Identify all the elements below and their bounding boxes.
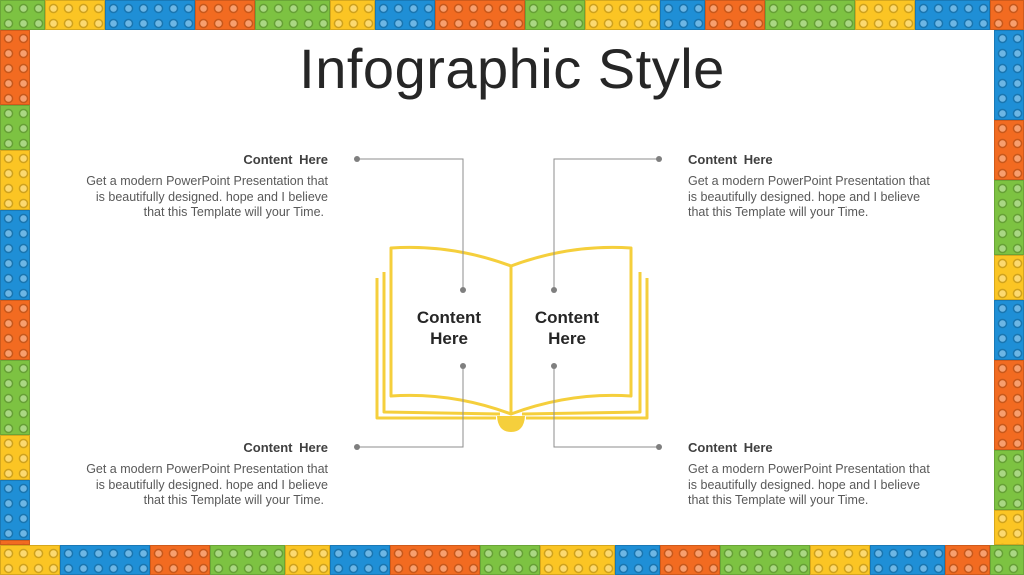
lego-brick (810, 545, 870, 575)
lego-brick (210, 545, 285, 575)
lego-brick (660, 0, 705, 30)
book-left-label-line1: Content (416, 308, 482, 327)
lego-brick (705, 0, 765, 30)
lego-brick (330, 545, 390, 575)
lego-brick (660, 545, 720, 575)
lego-brick (0, 150, 30, 210)
book-spine-tab (497, 416, 525, 432)
border-bottom (0, 545, 1024, 575)
block-body: Get a modern PowerPoint Presentation tha… (68, 174, 328, 221)
lego-brick (525, 0, 585, 30)
lego-brick (994, 30, 1024, 120)
lego-brick (150, 545, 210, 575)
lego-brick (375, 0, 435, 30)
block-body: Get a modern PowerPoint Presentation tha… (68, 462, 328, 509)
slide-title: Infographic Style (299, 37, 725, 100)
body-line: that this Template will your Time. (688, 205, 869, 219)
lego-brick (285, 545, 330, 575)
lego-brick (0, 0, 45, 30)
content-block-top-left: Content Here Get a modern PowerPoint Pre… (68, 152, 328, 221)
lego-brick (105, 0, 195, 30)
block-body: Get a modern PowerPoint Presentation tha… (688, 462, 948, 509)
body-line: Get a modern PowerPoint Presentation tha… (688, 462, 930, 476)
block-heading: Content Here (243, 440, 328, 455)
lego-brick (585, 0, 660, 30)
body-line: is beautifully designed. hope and I beli… (688, 189, 921, 204)
body-line: is beautifully designed. hope and I beli… (95, 189, 328, 204)
lego-brick (615, 545, 660, 575)
body-line: is beautifully designed. hope and I beli… (688, 477, 921, 492)
lego-brick (765, 0, 855, 30)
lego-brick (0, 30, 30, 105)
lego-brick (255, 0, 330, 30)
lego-brick (915, 0, 990, 30)
body-line: Get a modern PowerPoint Presentation tha… (688, 174, 930, 188)
lego-brick (994, 120, 1024, 180)
body-line: that this Template will your Time. (143, 493, 324, 507)
lego-brick (990, 545, 1024, 575)
lego-brick (720, 545, 810, 575)
book-left-label-line2: Here (430, 329, 468, 348)
lego-brick (870, 545, 945, 575)
lego-brick (0, 540, 30, 545)
content-block-bottom-right: Content Here Get a modern PowerPoint Pre… (688, 440, 948, 509)
lego-brick (994, 180, 1024, 255)
lego-brick (195, 0, 255, 30)
lego-brick (990, 0, 1024, 30)
border-right (994, 30, 1024, 545)
lego-brick (435, 0, 525, 30)
lego-brick (855, 0, 915, 30)
body-line: Get a modern PowerPoint Presentation tha… (86, 462, 328, 476)
book-right-page-label: Content Here (522, 307, 612, 349)
content-block-bottom-left: Content Here Get a modern PowerPoint Pre… (68, 440, 328, 509)
lego-brick (994, 255, 1024, 300)
connector-dots (354, 156, 662, 450)
border-left (0, 30, 30, 545)
lego-brick (994, 300, 1024, 360)
lego-brick (0, 360, 30, 435)
lego-brick (0, 105, 30, 150)
lego-brick (330, 0, 375, 30)
lego-brick (0, 545, 60, 575)
block-heading: Content Here (688, 440, 773, 455)
lego-brick (390, 545, 480, 575)
book-right-label-line1: Content (534, 308, 600, 327)
lego-brick (994, 510, 1024, 545)
lego-brick (540, 545, 615, 575)
lego-brick (45, 0, 105, 30)
content-block-top-right: Content Here Get a modern PowerPoint Pre… (688, 152, 948, 221)
lego-brick (480, 545, 540, 575)
lego-brick (0, 210, 30, 300)
body-line: that this Template will your Time. (688, 493, 869, 507)
body-line: is beautifully designed. hope and I beli… (95, 477, 328, 492)
block-heading: Content Here (243, 152, 328, 167)
book-left-page-label: Content Here (404, 307, 494, 349)
lego-brick (0, 300, 30, 360)
book-right-label-line2: Here (548, 329, 586, 348)
block-body: Get a modern PowerPoint Presentation tha… (688, 174, 948, 221)
body-line: that this Template will your Time. (143, 205, 324, 219)
lego-brick (945, 545, 990, 575)
body-line: Get a modern PowerPoint Presentation tha… (86, 174, 328, 188)
border-top (0, 0, 1024, 30)
connector-lines (357, 158, 659, 448)
lego-brick (60, 545, 150, 575)
book-icon (375, 245, 649, 420)
lego-brick (0, 480, 30, 540)
lego-brick (0, 435, 30, 480)
block-heading: Content Here (688, 152, 773, 167)
